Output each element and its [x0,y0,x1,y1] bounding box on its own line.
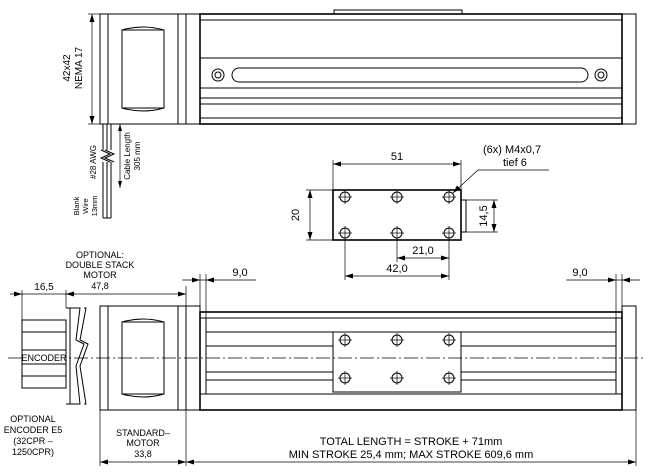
standard-motor-line1: STANDARD– [116,428,170,438]
side-view: ENCODER 16,5 OPTIONAL: DOUBLE STACK MOTO… [4,250,645,466]
encoder-offset: 16,5 [34,282,54,293]
optional-motor-line1: OPTIONAL: [76,250,124,260]
optional-encoder-line3: (32CPR – [13,436,53,446]
motor-size-line2: NEMA 17 [74,46,85,89]
carriage-hole [442,333,456,347]
encoder-label: ENCODER [21,353,67,363]
carriage-hole [338,226,352,240]
total-length: TOTAL LENGTH = STROKE + 71mm [320,436,503,448]
blank-wire-line1: Blank [72,196,81,215]
optional-encoder-line4: 1250CPR) [12,447,54,457]
optional-motor-length: 47,8 [91,281,109,291]
standard-motor-line2: MOTOR [126,438,160,448]
carriage-hole [338,371,352,385]
side-height: 14,5 [478,205,490,226]
optional-motor-line2: DOUBLE STACK [66,260,135,270]
carriage-detail: 51 20 (6x) M4x0,7 tief 6 14,5 21,0 42,0 [290,144,549,280]
hole-spacing-large: 42,0 [386,263,407,275]
blank-wire-line3: 13mm [90,196,99,217]
carriage-hole [442,226,456,240]
awg-label: #28 AWG [89,145,98,179]
thread-spec: (6x) M4x0,7 [483,144,541,156]
cable-length-line1: Cable Length [123,132,132,180]
motor-size-line1: 42x42 [62,54,73,82]
optional-motor-line3: MOTOR [83,270,117,280]
carriage-hole [390,226,404,240]
top-screw-right [594,68,608,82]
carriage-width: 51 [391,151,403,163]
cable-length-line2: 305 mm [133,141,142,170]
top-screw-left [211,68,225,82]
optional-encoder-line1: OPTIONAL [10,414,56,424]
thread-depth: tief 6 [503,157,527,169]
left-offset: 9,0 [232,267,247,279]
top-view: 42x42 NEMA 17 #28 AWG Cable Length 305 m… [62,9,637,219]
standard-motor-length: 33,8 [134,449,152,459]
top-rail-body [199,13,623,125]
carriage-hole [338,190,352,204]
carriage-hole [390,333,404,347]
carriage-height: 20 [290,209,302,221]
right-offset: 9,0 [572,267,587,279]
side-rail-body [199,311,623,411]
carriage-hole [442,190,456,204]
carriage-hole [338,333,352,347]
optional-encoder-line2: ENCODER E5 [4,425,63,435]
stroke-range: MIN STROKE 25,4 mm; MAX STROKE 609,6 mm [289,449,534,461]
carriage-hole [390,190,404,204]
carriage-hole [442,371,456,385]
hole-spacing-small: 21,0 [412,245,433,257]
carriage-hole [390,371,404,385]
blank-wire-line2: Wire [81,198,90,213]
